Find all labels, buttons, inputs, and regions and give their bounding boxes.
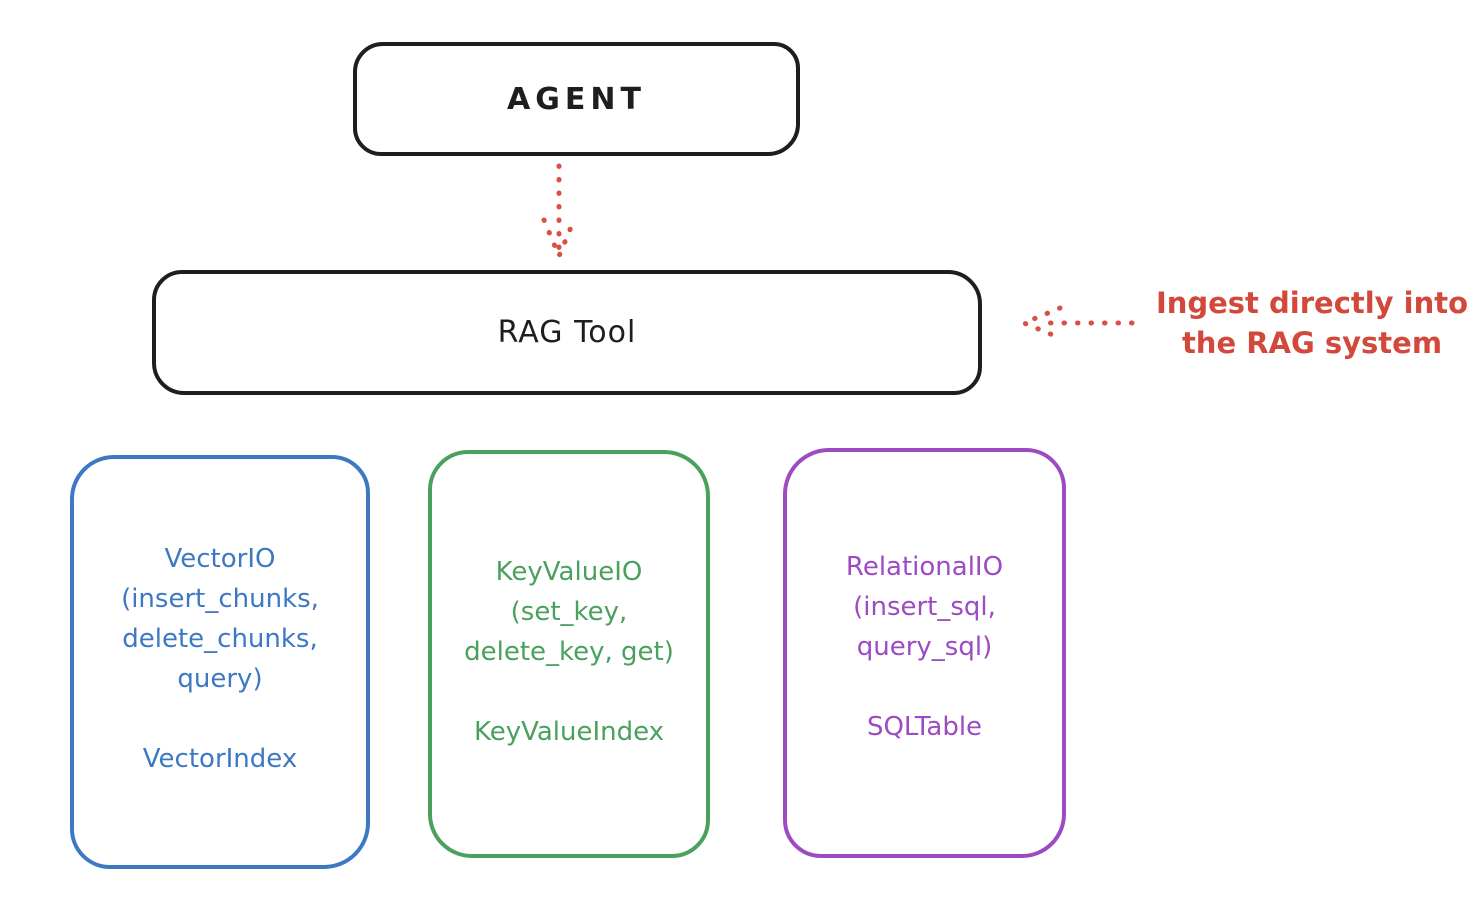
annotation-arrow-icon [1021, 305, 1135, 341]
relational-io-box: RelationalIO (insert_sql, query_sql) SQL… [783, 448, 1066, 858]
keyvalue-io-methods-line1: (set_key, [510, 597, 628, 627]
ingest-annotation-line1: Ingest directly into [1155, 286, 1469, 320]
sql-table-label: SQLTable [866, 712, 983, 742]
vector-io-title: VectorIO [164, 544, 276, 574]
agent-label: AGENT [507, 81, 646, 117]
rag-tool-box: RAG Tool [152, 270, 982, 395]
relational-io-methods-line2: query_sql) [856, 632, 993, 662]
ingest-annotation-line2: the RAG system [1181, 326, 1443, 360]
vector-io-methods-line3: query) [177, 664, 263, 694]
agent-to-ragtool-arrow-icon [541, 163, 577, 259]
vector-io-methods-line1: (insert_chunks, [121, 584, 319, 614]
keyvalue-index-label: KeyValueIndex [473, 717, 665, 747]
keyvalue-io-box: KeyValueIO (set_key, delete_key, get) Ke… [428, 450, 710, 858]
keyvalue-io-title: KeyValueIO [495, 557, 643, 587]
relational-io-title: RelationalIO [845, 552, 1004, 582]
relational-io-methods-line1: (insert_sql, [853, 592, 996, 622]
agent-box: AGENT [353, 42, 800, 156]
rag-tool-label: RAG Tool [497, 315, 637, 350]
vector-io-box: VectorIO (insert_chunks, delete_chunks, … [70, 455, 370, 869]
vector-io-methods-line2: delete_chunks, [122, 624, 318, 654]
keyvalue-io-methods-line2: delete_key, get) [464, 637, 674, 667]
vector-index-label: VectorIndex [142, 744, 298, 774]
ingest-annotation: Ingest directly into the RAG system [1138, 283, 1484, 363]
